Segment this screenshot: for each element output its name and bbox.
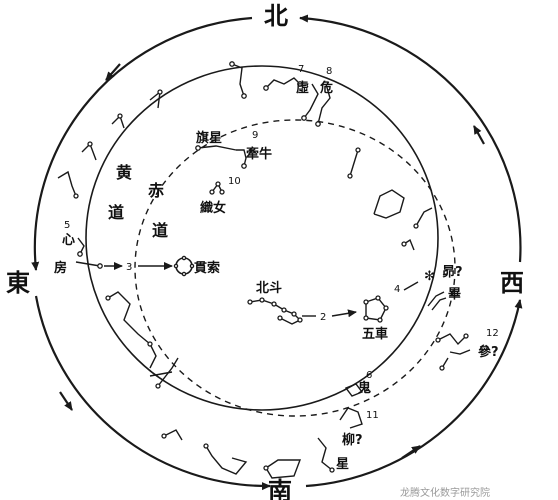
number-12: 12 [486,328,499,339]
number-4: 4 [394,284,400,295]
label-gui: 鬼 [358,380,371,396]
celestial-equator-circle [134,119,456,417]
label-beidou: 北斗 [256,281,282,296]
asterism-left-upper [57,89,163,199]
equator-label-1: 赤 [148,181,164,200]
label-xin: 心 [62,233,75,248]
asterism-xin-fang [75,237,103,269]
south-label: 南 [268,477,292,500]
ecliptic-label-1: 黄 [116,163,132,182]
north-label: 北 [264,2,288,30]
number-11: 11 [366,410,379,421]
label-wuche: 五車 [362,326,388,342]
number-10: 10 [228,176,241,187]
asterism-wuche [363,295,389,323]
number-7: 7 [298,64,304,75]
label-qixing: 旗星 [196,130,222,146]
label-guanshuo: 貫索 [194,260,220,276]
label-mao: 昴? [442,264,463,280]
west-label: 西 [500,269,524,297]
number-5: 5 [64,220,70,231]
label-xing: 星 [336,457,349,472]
outer-ring [31,14,523,491]
asterism-guanshuo [173,255,195,277]
label-fang: 房 [54,260,67,276]
asterism-shen [435,333,471,371]
ecliptic-circle [85,65,439,411]
asterism-beidou [247,297,303,325]
number-2: 2 [320,312,326,323]
asterism-gui [344,383,364,397]
number-3: 3 [126,262,132,273]
asterism-left-lower [105,291,179,389]
asterism-right-upper [347,147,433,251]
asterism-xing [161,429,335,479]
asterism-zhinv [209,181,225,195]
asterism-bi [427,291,447,311]
asterism-mao: ✻ [424,269,435,284]
asterism-qixing-niuxiu [195,145,247,169]
number-6: 6 [366,370,372,381]
label-liu: 柳? [342,432,363,448]
label-wei: 危 [320,80,333,96]
number-8: 8 [326,66,332,77]
asterism-xu-wei [229,61,331,127]
ecliptic-label-2: 道 [108,203,124,222]
number-9: 9 [252,130,258,141]
svg-text:✻: ✻ [424,269,435,284]
label-shen: 參? [478,344,499,360]
label-bi: 畢 [448,287,461,302]
label-niuxiu: 牽牛 [246,146,272,162]
asterism-liu [339,407,363,429]
label-xu: 虛 [296,80,309,96]
label-zhinv: 織女 [200,200,226,216]
equator-label-2: 道 [152,221,168,240]
watermark-text: 龙腾文化数字研究院 [400,486,490,499]
east-label: 東 [6,269,30,297]
